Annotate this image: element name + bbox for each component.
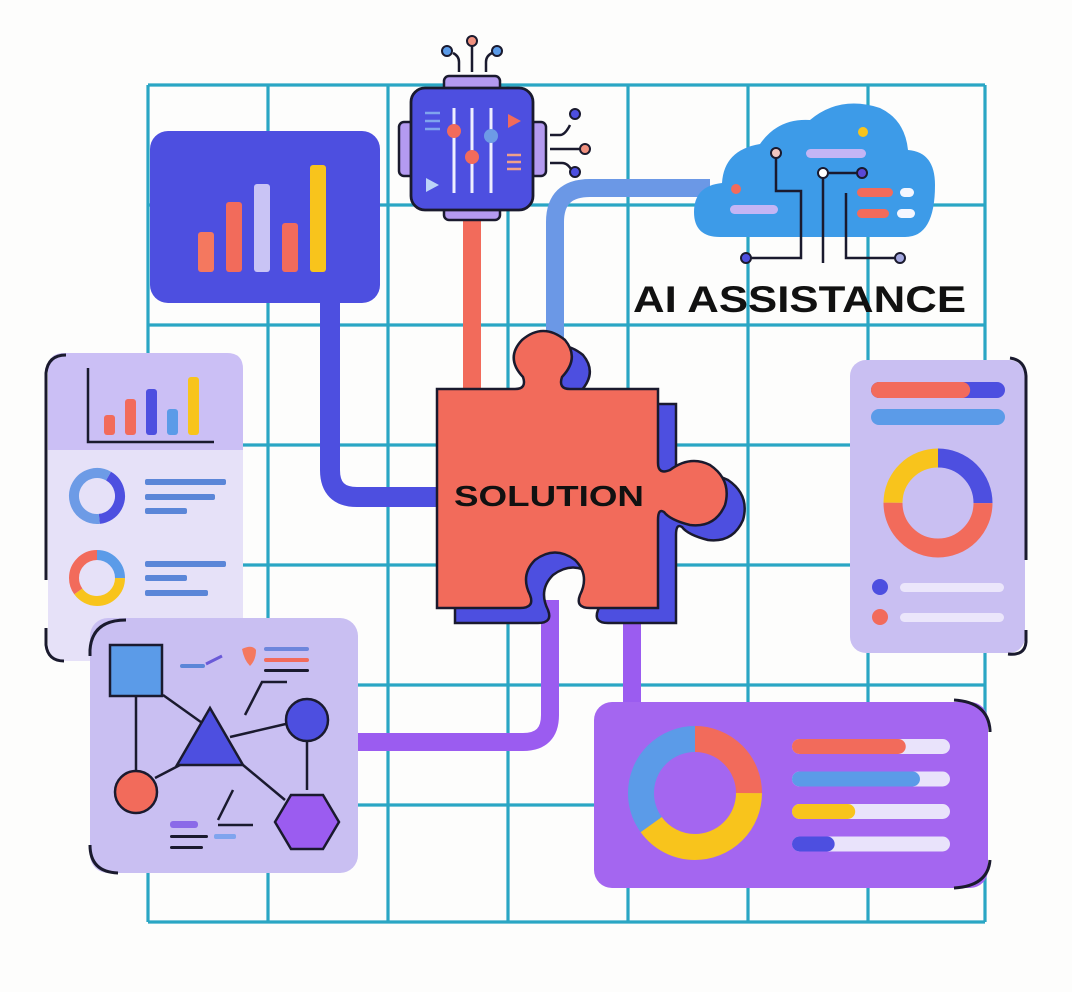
donut-segment: [69, 550, 125, 606]
legend-line: [900, 613, 1004, 622]
progress-fill: [792, 804, 856, 819]
puzzle-piece-icon: SOLUTION: [435, 329, 746, 625]
legend-dot: [872, 579, 888, 595]
bar: [167, 409, 178, 435]
donut-segment: [69, 468, 125, 524]
donut-chart-icon: [69, 468, 125, 524]
bar: [198, 232, 214, 272]
bar: [104, 415, 115, 435]
bar: [146, 389, 157, 435]
dashboard-panel: [594, 698, 992, 890]
donut-segment: [628, 726, 762, 860]
donut-segment: [883, 448, 993, 558]
ai-assistance-label: AI ASSISTANCE: [633, 279, 966, 320]
donut-segment: [628, 726, 762, 860]
donut-segment: [69, 550, 125, 606]
progress-fill: [871, 409, 1005, 425]
bar: [282, 223, 298, 272]
bar: [310, 165, 326, 272]
bar: [254, 184, 270, 272]
left-report-panel: [44, 353, 243, 663]
progress-bars: [871, 382, 1005, 425]
connector-solution-to-network: [355, 600, 559, 751]
connectors: [320, 179, 710, 751]
bar-chart-icon: [198, 165, 326, 272]
legend: [872, 579, 1004, 625]
connector-chart-to-solution: [320, 290, 440, 507]
legend-dot: [872, 609, 888, 625]
bar: [188, 377, 199, 435]
legend-line: [900, 583, 1004, 592]
progress-fill: [792, 771, 920, 787]
progress-fill: [792, 739, 906, 754]
progress-fill: [871, 382, 971, 398]
mixer-chip-icon: [397, 35, 591, 222]
donut-chart-icon: [628, 726, 762, 860]
progress-bars: [792, 739, 950, 852]
progress-fill: [792, 836, 835, 852]
donut-chart-icon: [69, 550, 125, 606]
bar: [226, 202, 242, 272]
cloud-circuit-icon: [694, 103, 935, 264]
bar-chart-icon: [104, 377, 199, 435]
solution-label: SOLUTION: [454, 481, 644, 513]
connector-cloud-to-solution: [546, 179, 710, 340]
donut-chart-icon: [883, 448, 993, 558]
network-diagram-panel: [88, 618, 358, 875]
top-chart-panel: [150, 131, 380, 303]
donut-segment: [883, 448, 993, 558]
bar: [125, 399, 136, 435]
right-mobile-panel: [850, 356, 1028, 656]
